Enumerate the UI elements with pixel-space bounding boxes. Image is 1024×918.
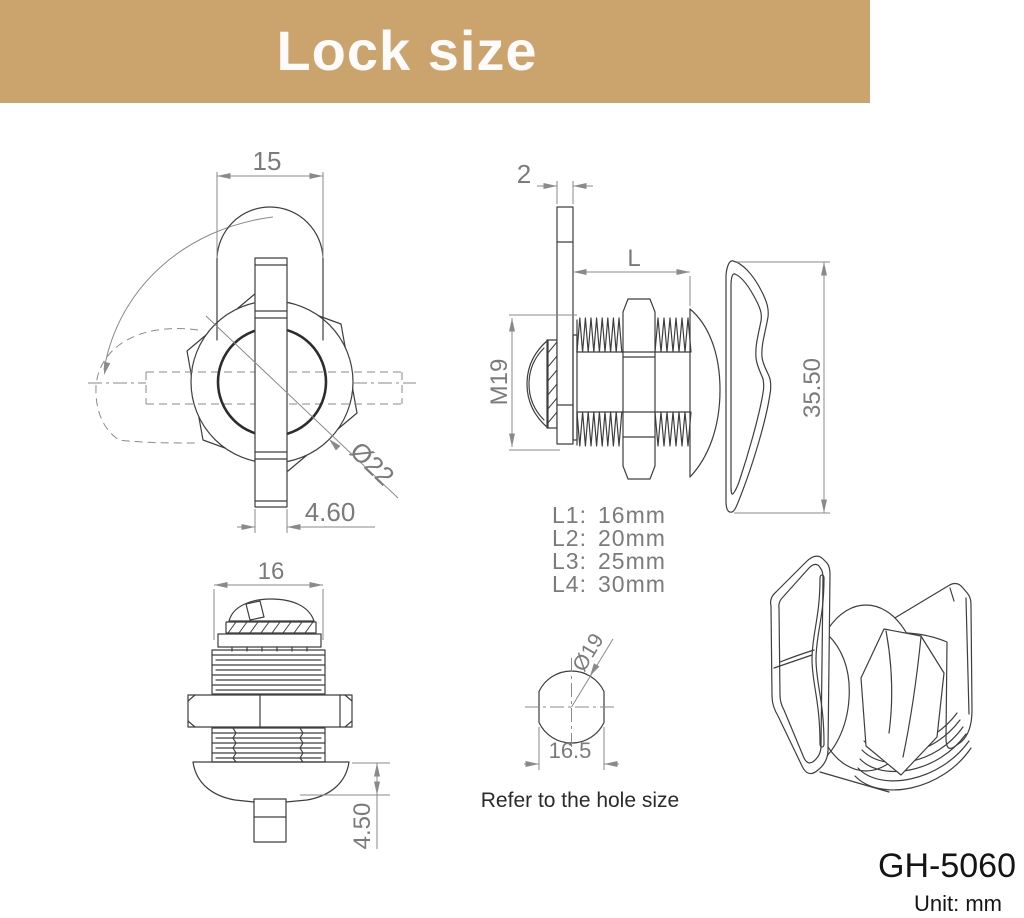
thread-upper [211, 649, 326, 695]
rotation-arc [103, 216, 274, 371]
cam-length-options: L1: 16mm L2: 20mm L3: 25mm L4: 30mm [552, 502, 666, 597]
square-shaft [253, 798, 287, 843]
hole-caption: Refer to the hole size [481, 789, 679, 812]
dim-body-diameter: Ø22 [344, 436, 400, 492]
dim-hole-width: 16.5 [549, 738, 592, 763]
front-view-drawing: Ø22 15 4.60 [88, 146, 416, 533]
cam-rotation-silhouette [95, 328, 199, 444]
length-option: L4: 30mm [552, 571, 666, 597]
page-title: Lock size [276, 19, 538, 82]
length-option: L1: 16mm [552, 502, 666, 528]
diameter-arrowhead [329, 439, 341, 451]
cam-bar [254, 257, 288, 508]
unit-label: Unit: mm [914, 891, 1002, 916]
side-view-drawing: 2 L M19 35.50 L1: 16mm L2: 20mm [486, 159, 830, 597]
hex-nut-3d [860, 628, 945, 776]
perspective-view-drawing [769, 555, 973, 793]
bezel-dome [192, 761, 350, 803]
cam-plate-3d [887, 582, 973, 749]
bottom-view-drawing: 16 [187, 558, 390, 850]
flat-washer [217, 633, 322, 648]
dim-head-width: 16 [258, 558, 285, 585]
wing-slot-3d [811, 574, 825, 748]
hole-size-drawing: Ø19 16.5 Refer to the hole size [481, 630, 679, 812]
model-number: GH-5060 [878, 847, 1016, 885]
thread-left [576, 317, 623, 353]
dim-cam-width: 15 [253, 146, 282, 176]
head-slot [245, 600, 265, 621]
wing-knob-side [725, 260, 772, 513]
plug-dome [526, 339, 549, 429]
dim-cam-thickness-front: 4.60 [305, 497, 356, 527]
hole-outline [538, 670, 605, 744]
head-dome [228, 598, 315, 622]
dim-knob-height: 35.50 [799, 358, 826, 418]
cam-dome-outline [216, 206, 324, 341]
hole-diameter-arrowhead [590, 663, 600, 676]
hex-nut-side [622, 298, 656, 480]
dim-cam-plate-thickness: 2 [517, 159, 531, 189]
thread-right [654, 317, 692, 353]
cam-plate [556, 206, 574, 445]
dim-thread-length: L [627, 245, 640, 272]
hex-nut-front [187, 694, 353, 728]
header-banner: Lock size [0, 0, 870, 103]
dim-thread-size: M19 [486, 359, 513, 406]
length-option: L2: 20mm [552, 525, 666, 551]
wing-knob-3d [769, 555, 831, 775]
footer-labels: GH-5060 Unit: mm [878, 847, 1016, 916]
dim-bezel-height: 4.50 [349, 803, 376, 850]
dim-hole-diameter: Ø19 [568, 630, 608, 676]
length-option: L3: 25mm [552, 548, 666, 574]
rotation-arrowhead [104, 361, 111, 375]
hole-centerlines [525, 658, 618, 751]
